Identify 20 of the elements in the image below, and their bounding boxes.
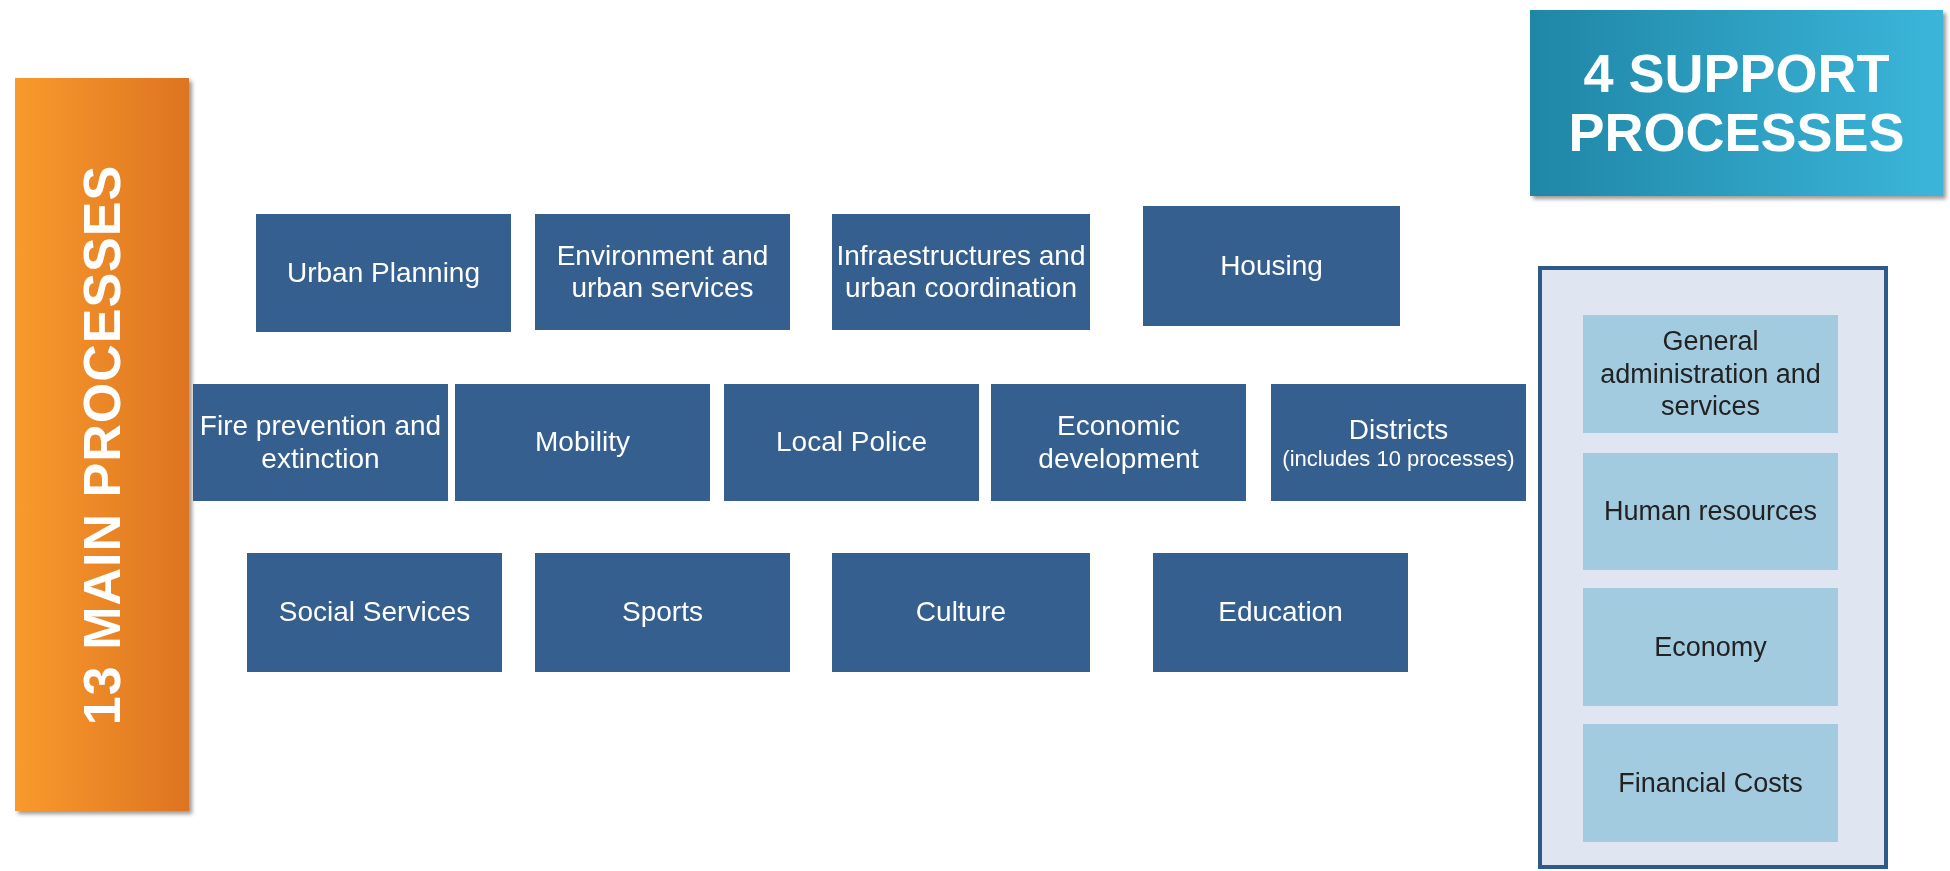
process-box: Urban Planning <box>256 214 511 332</box>
process-box: Economy <box>1583 588 1838 706</box>
process-box: Sports <box>535 553 790 672</box>
process-box: Fire prevention and extinction <box>193 384 448 501</box>
process-box: Local Police <box>724 384 979 501</box>
process-box: Education <box>1153 553 1408 672</box>
process-box: Infraestructures and urban coordination <box>832 214 1090 330</box>
process-box: General administration and services <box>1583 315 1838 433</box>
process-box: Financial Costs <box>1583 724 1838 842</box>
process-box: Mobility <box>455 384 710 501</box>
process-box: Environment and urban services <box>535 214 790 330</box>
support-panel <box>1538 266 1888 869</box>
process-box: Culture <box>832 553 1090 672</box>
category-banner: 13 MAIN PROCESSES <box>15 78 189 811</box>
process-box: Districts (includes 10 processes) <box>1271 384 1526 501</box>
category-header: 4 SUPPORT PROCESSES <box>1530 10 1943 196</box>
process-box: Social Services <box>247 553 502 672</box>
process-box: Human resources <box>1583 453 1838 570</box>
process-box: Economic development <box>991 384 1246 501</box>
process-box: Housing <box>1143 206 1400 326</box>
